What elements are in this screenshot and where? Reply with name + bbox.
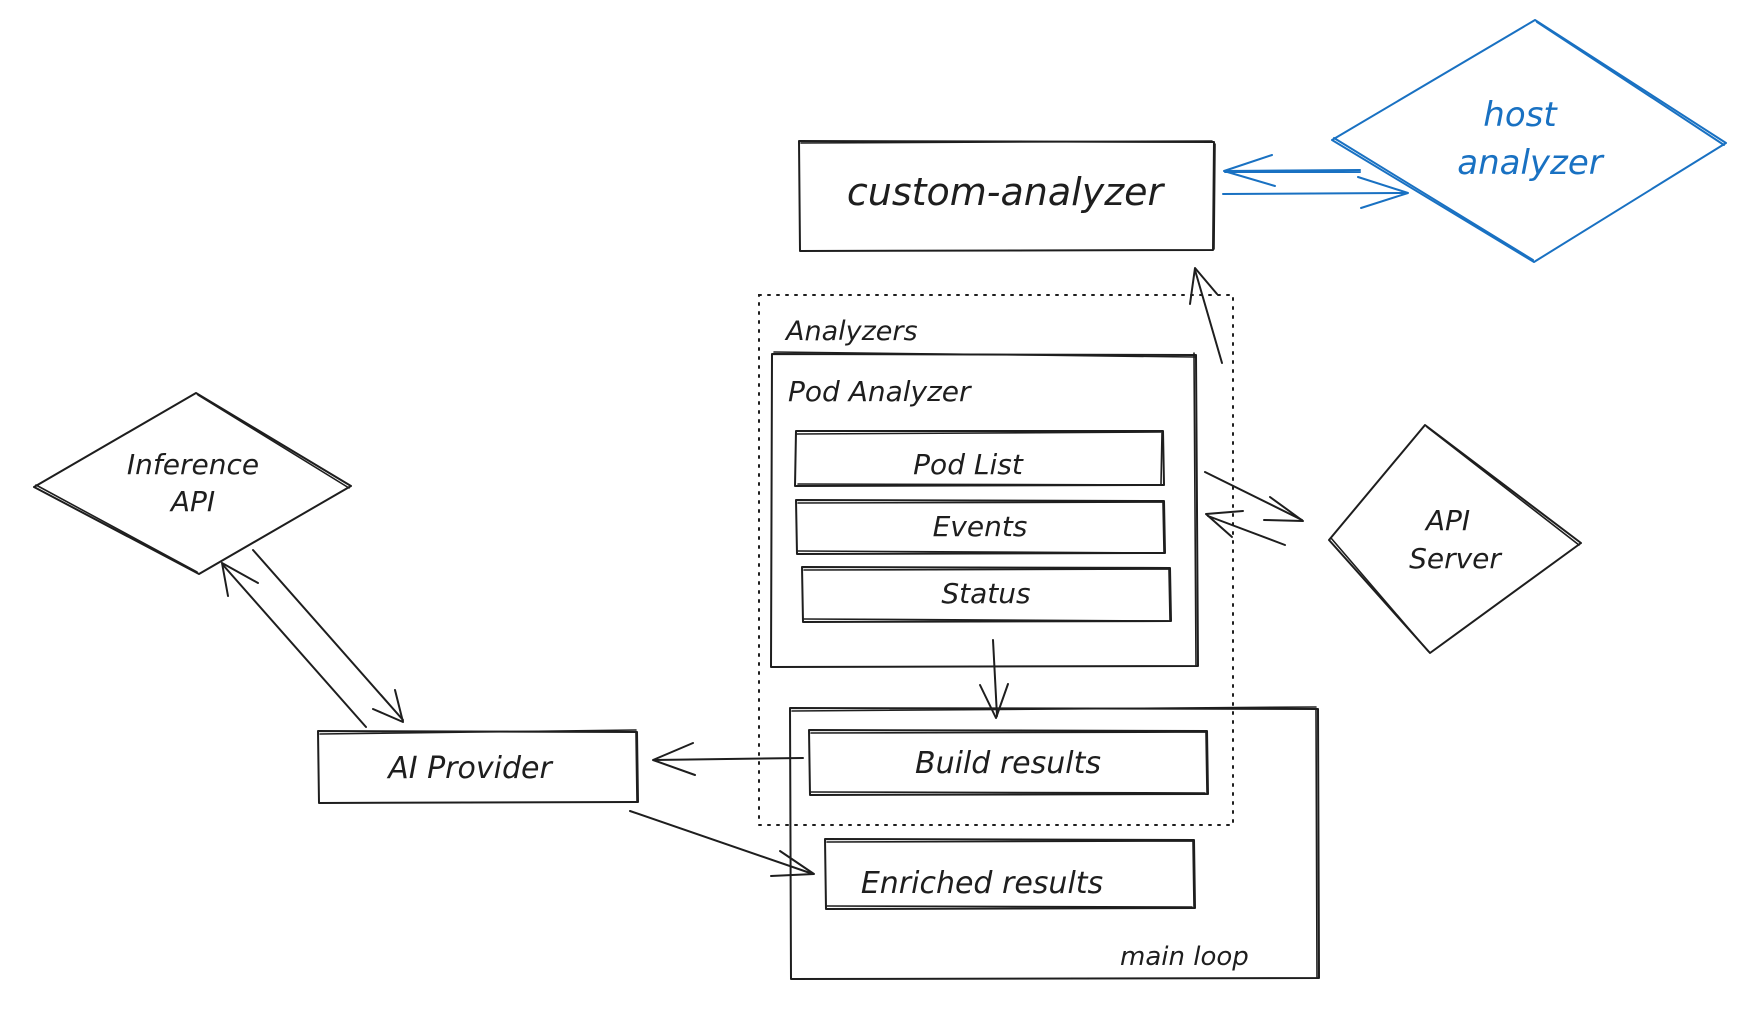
inference-ai-provider-arrows xyxy=(221,549,404,728)
pod-analyzer-label: Pod Analyzer xyxy=(788,375,972,408)
api-server-label-line2: Server xyxy=(1409,542,1502,575)
events-item: Events xyxy=(795,499,1166,555)
ai-provider-label: AI Provider xyxy=(386,751,553,786)
analyzers-group-label: Analyzers xyxy=(784,316,918,347)
status-label: Status xyxy=(941,577,1030,610)
pod-analyzer-node: Pod Analyzer Pod List Events Status xyxy=(770,351,1199,668)
build-to-ai-provider-arrow xyxy=(652,742,804,776)
host-analyzer-label-line2: analyzer xyxy=(1457,143,1605,183)
inference-api-node: Inference API xyxy=(33,392,352,575)
main-loop-label: main loop xyxy=(1120,942,1249,972)
ai-provider-node: AI Provider xyxy=(317,729,639,804)
pod-list-item: Pod List xyxy=(794,430,1165,487)
analyzers-group: Analyzers xyxy=(758,294,1234,826)
pod-list-label: Pod List xyxy=(913,448,1024,481)
ai-provider-to-enriched-arrow xyxy=(629,810,815,877)
custom-host-arrows xyxy=(1222,154,1409,209)
enriched-results-item: Enriched results xyxy=(824,838,1196,910)
custom-analyzer-node: custom-analyzer xyxy=(798,140,1216,252)
enriched-results-label: Enriched results xyxy=(861,866,1103,901)
inference-api-label-line1: Inference xyxy=(127,448,259,481)
status-item: Status xyxy=(801,566,1172,623)
build-results-label: Build results xyxy=(915,746,1101,781)
api-server-label-line1: API xyxy=(1424,504,1470,537)
events-label: Events xyxy=(933,510,1028,543)
build-results-item: Build results xyxy=(808,729,1209,796)
analyzers-to-custom-arrow xyxy=(1189,267,1223,364)
api-server-node: API Server xyxy=(1328,424,1582,654)
inference-api-label-line2: API xyxy=(169,485,215,518)
pod-to-build-arrow xyxy=(979,639,1009,719)
pod-api-server-arrows xyxy=(1204,471,1304,546)
host-analyzer-node: host analyzer xyxy=(1331,19,1727,263)
custom-analyzer-label: custom-analyzer xyxy=(847,170,1166,214)
main-loop-node: main loop Build results Enriched results xyxy=(789,706,1320,980)
host-analyzer-label-line1: host xyxy=(1483,95,1558,135)
